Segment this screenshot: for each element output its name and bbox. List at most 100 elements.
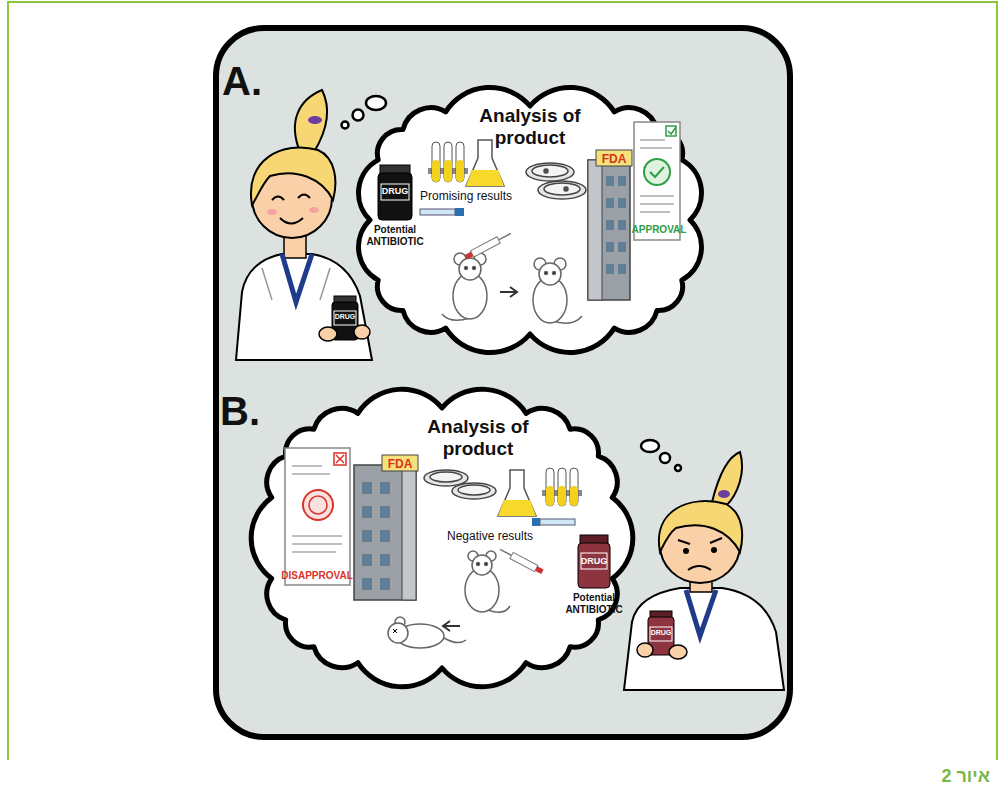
- scientist-happy: [262, 268, 330, 300]
- approval-document: [640, 140, 674, 212]
- lab-mouse: [465, 568, 499, 612]
- flask: [498, 500, 536, 516]
- scientist-happy: [295, 90, 327, 152]
- fda-building: [362, 482, 390, 590]
- scientist-sad: [711, 547, 717, 553]
- scientist-happy: [251, 147, 335, 205]
- scientist-sad: [624, 452, 784, 690]
- lab-mouse: [539, 263, 561, 285]
- lab-mouse: [488, 606, 510, 612]
- scientist-sad: [686, 590, 716, 636]
- lab-mouse: [388, 623, 408, 643]
- test-tubes: [570, 468, 578, 506]
- test-tubes: [546, 468, 554, 506]
- fda-building: [402, 465, 416, 600]
- page-frame: [8, 2, 997, 760]
- fda-building: [618, 220, 626, 230]
- drug-caption: Potential ANTIBIOTIC: [559, 592, 629, 616]
- test-tubes: [432, 160, 440, 182]
- scientist-happy: [252, 158, 332, 238]
- lab-mouse: [468, 551, 478, 561]
- scientist-happy: [334, 296, 356, 305]
- pipette: [540, 519, 575, 525]
- thought-cloud-outline: [251, 389, 633, 686]
- scientist-happy: [236, 90, 372, 360]
- scientist-happy: [267, 209, 277, 215]
- syringe: [510, 552, 538, 571]
- scientist-happy: [236, 254, 372, 360]
- pipette: [532, 518, 540, 526]
- syringe: [498, 546, 544, 575]
- lab-mouse: [533, 277, 567, 323]
- flask: [498, 470, 536, 516]
- approval-document: [644, 159, 670, 185]
- fda-building: [618, 176, 626, 186]
- scientist-sad: [637, 643, 653, 657]
- petri-dish: [424, 470, 496, 499]
- syringe: [535, 566, 544, 574]
- lab-mouse: [465, 267, 468, 270]
- lab-mouse: [500, 287, 517, 297]
- petri-dish: [544, 169, 548, 173]
- result-note: Promising results: [410, 190, 522, 204]
- scientist-sad: [659, 501, 742, 552]
- scientist-happy: [284, 226, 306, 258]
- fda-building: [380, 578, 390, 590]
- petri-dish: [526, 163, 586, 199]
- petri-dish: [458, 485, 490, 495]
- test-tubes: [444, 142, 452, 182]
- fda-building: [380, 482, 390, 494]
- fda-building: [362, 506, 372, 518]
- test-tubes: [428, 168, 468, 174]
- fda-building: [618, 264, 626, 274]
- scientist-sad: [718, 490, 730, 498]
- scientist-sad: [688, 566, 711, 570]
- test-tubes: [444, 160, 452, 182]
- disapproval-document: [285, 448, 350, 585]
- petri-dish: [430, 472, 462, 482]
- lab-mouse: [545, 272, 548, 275]
- agency-sign: FDA: [596, 152, 632, 166]
- fda-building: [606, 242, 614, 252]
- cloud-heading: Analysis of product: [413, 416, 543, 460]
- scientist-sad: [624, 588, 784, 690]
- scientist-happy: [272, 195, 310, 201]
- thought-cloud: Analysis of productPromising results: [335, 68, 725, 373]
- scientist-happy: [280, 218, 303, 224]
- fda-building: [380, 530, 390, 542]
- thought-bubble: [660, 453, 670, 463]
- drug-bottle: [578, 543, 610, 588]
- petri-dish: [538, 181, 586, 199]
- petri-dish: [452, 483, 496, 499]
- lab-mouse: [556, 316, 582, 323]
- fda-building: [382, 455, 418, 471]
- scientist-happy: [354, 325, 370, 339]
- pipette: [420, 209, 455, 215]
- lab-mouse: [554, 258, 566, 270]
- petri-dish: [544, 183, 580, 195]
- syringe: [500, 549, 511, 555]
- petri-dish: [532, 165, 568, 177]
- flask: [466, 170, 504, 186]
- test-tubes: [428, 142, 468, 182]
- scientist-sad: [678, 538, 722, 544]
- test-tubes: [456, 160, 464, 182]
- lab-mouse: [443, 621, 460, 631]
- disapproval-document: [334, 453, 346, 465]
- scientist-sad: [648, 617, 674, 655]
- lab-mouse: [442, 314, 470, 320]
- scientist-sad: [669, 645, 687, 659]
- lab-mouse: [553, 272, 556, 275]
- approval-document: [634, 122, 680, 240]
- fda-building: [380, 506, 390, 518]
- scientist-sad: [690, 574, 712, 592]
- drug-bottle: [380, 165, 410, 175]
- lab-mouse: [534, 258, 546, 270]
- fda-building: [380, 554, 390, 566]
- thought-bubble: [353, 110, 364, 121]
- lab-mouse: [453, 273, 487, 319]
- bottle-label: DRUG: [378, 186, 412, 197]
- bottle-label: DRUG: [648, 629, 674, 637]
- disapproval-stamp: DISAPPROVAL: [279, 570, 355, 582]
- lab-mouse: [485, 563, 488, 566]
